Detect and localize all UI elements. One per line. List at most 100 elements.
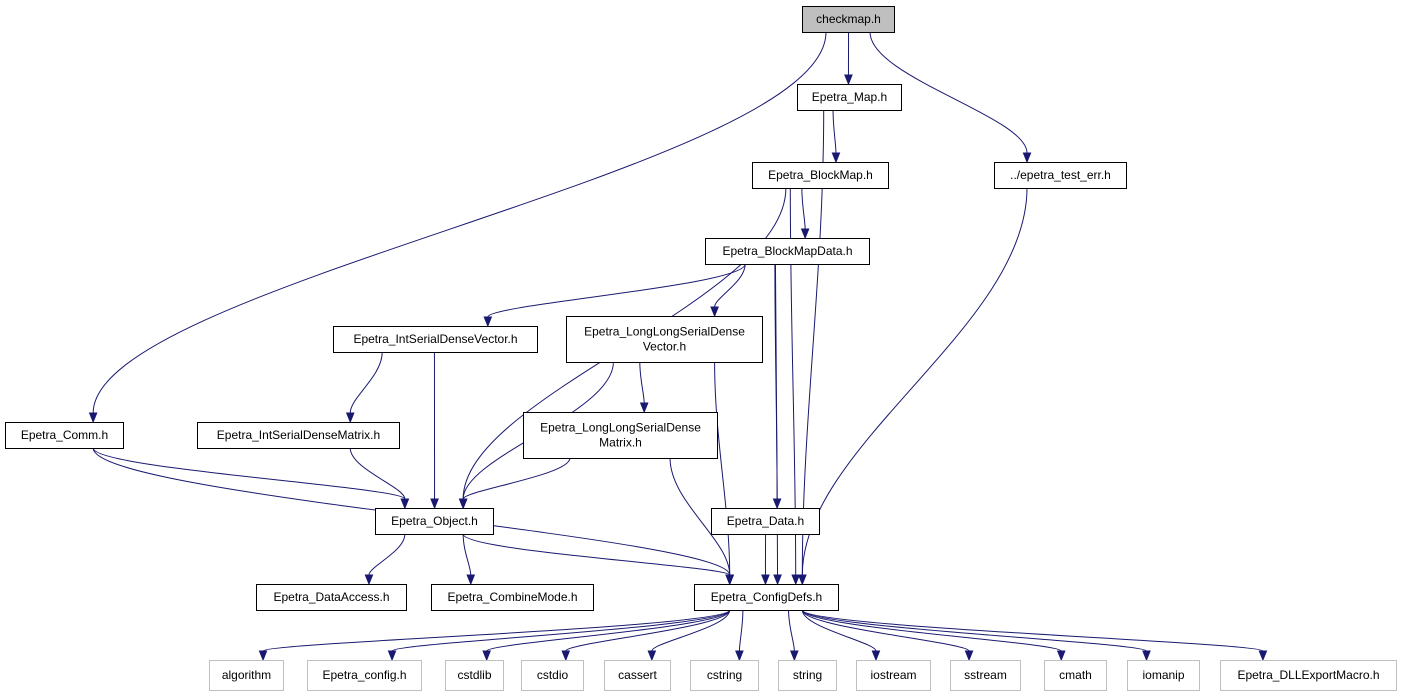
node-int-vec[interactable]: Epetra_IntSerialDenseVector.h (333, 326, 538, 353)
arrowhead (1142, 650, 1151, 662)
edge-ll_vec-to-configdefs (714, 361, 735, 586)
edge-line (462, 533, 731, 576)
edge-data-to-configdefs (761, 533, 770, 586)
node-combinemode[interactable]: Epetra_CombineMode.h (431, 584, 594, 611)
edge-configdefs-to-algorithm (258, 609, 731, 662)
node-box (1127, 660, 1200, 691)
arrowhead (735, 650, 744, 662)
edge-blockmap-to-blockmapdata (800, 187, 810, 240)
edge-object-to-configdefs (462, 533, 735, 586)
arrowhead (647, 650, 657, 662)
node-box (950, 660, 1021, 691)
node-int-mat[interactable]: Epetra_IntSerialDenseMatrix.h (197, 422, 400, 449)
arrowhead (483, 316, 493, 328)
node-label: iomanip (1142, 668, 1184, 682)
edge-line (92, 31, 827, 414)
node-comm[interactable]: Epetra_Comm.h (5, 422, 124, 449)
arrowhead (725, 574, 735, 586)
edge-configdefs-to-dll_export (801, 609, 1268, 662)
arrowhead (800, 228, 810, 240)
node-label: Epetra_DLLExportMacro.h (1237, 668, 1379, 682)
arrowhead (561, 650, 571, 662)
node-box (797, 84, 902, 111)
node-label: sstream (964, 668, 1007, 682)
node-label: cstdio (537, 668, 569, 682)
edge-line (391, 609, 731, 652)
edge-checkmap-to-comm (88, 31, 827, 424)
node-box (523, 412, 718, 459)
edge-line (801, 609, 1264, 652)
node-cmath: cmath (1044, 660, 1107, 691)
node-label: Epetra_BlockMap.h (768, 168, 873, 182)
node-box (778, 660, 837, 691)
arrowhead (964, 650, 974, 662)
edge-configdefs-to-cstdlib (482, 609, 731, 662)
arrowhead (1022, 152, 1032, 164)
edge-line (486, 609, 731, 652)
node-box (375, 508, 494, 535)
node-box (521, 660, 584, 691)
edge-comm-to-object (92, 447, 410, 510)
arrowhead (844, 74, 853, 86)
node-box (5, 422, 124, 449)
edge-configdefs-to-sstream (801, 609, 974, 662)
edge-configdefs-to-cmath (801, 609, 1066, 662)
node-label: Epetra_LongLongSerialDense (584, 325, 745, 339)
edge-configdefs-to-iostream (801, 609, 881, 662)
node-label: Epetra_Object.h (391, 514, 478, 528)
edge-epetra_map-to-blockmap (831, 109, 841, 164)
node-label: Epetra_BlockMapData.h (722, 244, 852, 258)
node-epetra-map[interactable]: Epetra_Map.h (797, 84, 902, 111)
node-box (209, 660, 284, 691)
node-label: Epetra_Data.h (727, 514, 804, 528)
edge-line (669, 457, 731, 576)
node-dataaccess[interactable]: Epetra_DataAccess.h (256, 584, 407, 611)
edge-line (774, 263, 779, 576)
node-dll-export: Epetra_DLLExportMacro.h (1220, 660, 1397, 691)
node-box (802, 6, 895, 33)
node-label: Epetra_ConfigDefs.h (711, 590, 822, 604)
node-cstdlib: cstdlib (445, 660, 504, 691)
node-box (445, 660, 504, 691)
node-label: cassert (618, 668, 657, 682)
node-label: Vector.h (643, 340, 686, 354)
node-box (197, 422, 400, 449)
arrowhead (773, 574, 782, 586)
edge-line (714, 263, 746, 308)
edge-checkmap-to-epetra_map (844, 31, 853, 86)
node-configdefs[interactable]: Epetra_ConfigDefs.h (694, 584, 839, 611)
node-checkmap[interactable]: checkmap.h (802, 6, 895, 33)
node-sstream: sstream (950, 660, 1021, 691)
node-label: ../epetra_test_err.h (1010, 168, 1111, 182)
node-object[interactable]: Epetra_Object.h (375, 508, 494, 535)
arrowhead (400, 498, 410, 510)
node-label: checkmap.h (816, 12, 881, 26)
node-blockmap[interactable]: Epetra_BlockMap.h (752, 162, 889, 189)
edge-ll_vec-to-ll_mat (639, 361, 649, 414)
node-label: iostream (870, 668, 916, 682)
arrowhead (387, 650, 397, 662)
arrowhead (831, 152, 841, 164)
node-box (604, 660, 671, 691)
edge-ll_mat-to-object (458, 457, 571, 510)
arrowhead (791, 574, 801, 586)
node-label: cstring (707, 668, 742, 682)
edge-line (801, 609, 1147, 652)
node-box (705, 238, 870, 265)
node-test-err[interactable]: ../epetra_test_err.h (994, 162, 1127, 189)
arrowhead (482, 650, 491, 662)
edge-int_vec-to-object (430, 351, 439, 510)
arrowhead (761, 574, 770, 586)
node-cstdio: cstdio (521, 660, 584, 691)
node-blockmapdata[interactable]: Epetra_BlockMapData.h (705, 238, 870, 265)
edge-object-to-dataaccess (364, 533, 406, 586)
node-data[interactable]: Epetra_Data.h (711, 508, 820, 535)
edge-line (92, 447, 406, 500)
arrowhead (345, 412, 355, 424)
node-box (711, 508, 820, 535)
node-cassert: cassert (604, 660, 671, 691)
edge-line (651, 609, 731, 652)
arrowhead (871, 650, 881, 662)
